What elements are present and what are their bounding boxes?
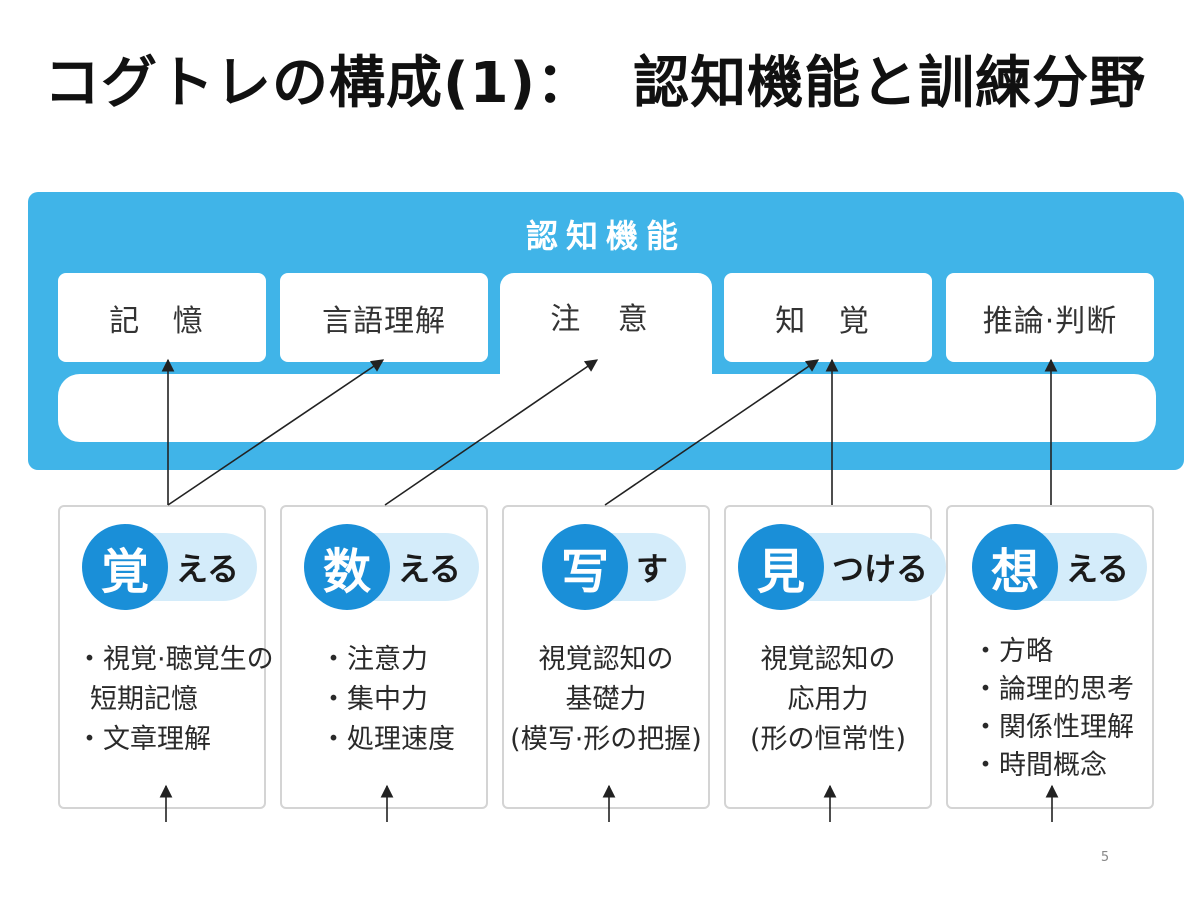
desc-line: ・文章理解 [76, 724, 211, 755]
badge-kanji: 想 [972, 524, 1058, 610]
desc-line: (形の恒常性) [749, 724, 907, 755]
arrow-copy-to-perception [604, 359, 820, 506]
desc-line: ・方略 [972, 636, 1053, 667]
badge-kanji: 覚 [82, 524, 168, 610]
training-desc-find: 視覚認知の 応用力 (形の恒常性) [724, 640, 932, 760]
arrow-memorize-to-language [167, 359, 385, 506]
desc-line: 応用力 [787, 684, 869, 715]
desc-line: (模写·形の把握) [510, 724, 702, 755]
training-badge-find: 見 つける [738, 524, 947, 610]
cognitive-item-memory: 記 憶 [58, 273, 266, 362]
desc-line: 視覚認知の [760, 644, 896, 675]
cognitive-item-reasoning-judgment: 推論·判断 [946, 273, 1154, 362]
page-number: 5 [1100, 850, 1110, 865]
slide-title-main: コグトレの構成(1)： [44, 51, 594, 116]
badge-kanji: 写 [542, 524, 628, 610]
cognitive-band-strip [58, 374, 1156, 442]
training-badge-memorize: 覚 える [82, 524, 258, 610]
training-badge-copy: 写 す [542, 524, 687, 610]
training-desc-imagine: ・方略 ・論理的思考 ・関係性理解 ・時間概念 [972, 632, 1152, 784]
training-desc-copy: 視覚認知の 基礎力 (模写·形の把握) [502, 640, 710, 760]
arrow-count-to-attention [384, 359, 599, 506]
cognitive-function-label: 認知機能 [525, 217, 686, 255]
desc-line: 短期記憶 [90, 684, 198, 715]
training-desc-count: ・注意力 ・集中力 ・処理速度 [320, 640, 480, 760]
desc-line: ・注意力 [320, 644, 428, 675]
slide-title-sub: 認知機能と訓練分野 [633, 51, 1147, 116]
cognitive-item-perception: 知 覚 [724, 273, 932, 362]
desc-line: ・時間概念 [972, 750, 1107, 781]
badge-kanji: 数 [304, 524, 390, 610]
desc-line: ・処理速度 [320, 724, 455, 755]
desc-line: ・関係性理解 [972, 712, 1134, 743]
cognitive-item-attention: 注 意 [550, 302, 662, 337]
cognitive-item-language-comprehension: 言語理解 [280, 273, 488, 362]
training-desc-memorize: ・視覚·聴覚生の 短期記憶 ・文章理解 [76, 640, 274, 760]
slide-title: コグトレの構成(1)： 認知機能と訓練分野 [44, 44, 1164, 124]
desc-line: 基礎力 [565, 684, 647, 715]
training-badge-count: 数 える [304, 524, 480, 610]
badge-kanji: 見 [738, 524, 824, 610]
desc-line: ・視覚·聴覚生の [76, 644, 274, 675]
desc-line: 視覚認知の [538, 644, 674, 675]
desc-line: ・集中力 [320, 684, 428, 715]
training-badge-imagine: 想 える [972, 524, 1148, 610]
desc-line: ・論理的思考 [972, 674, 1134, 705]
